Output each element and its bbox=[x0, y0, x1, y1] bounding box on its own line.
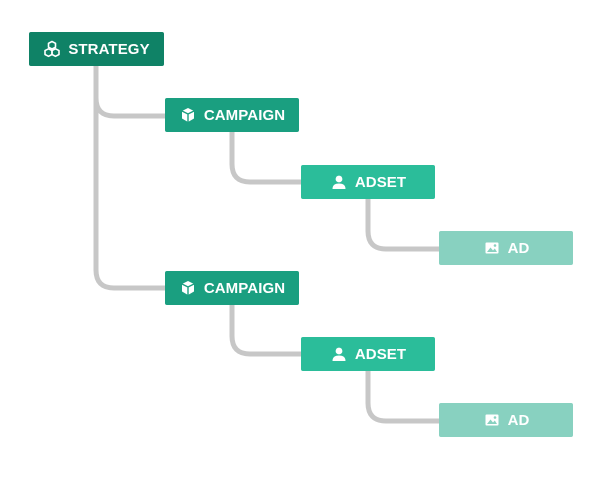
ad-node-2[interactable]: AD bbox=[439, 403, 573, 437]
user-icon bbox=[330, 345, 348, 363]
adset-node-2[interactable]: ADSET bbox=[301, 337, 435, 371]
adset-label-1: ADSET bbox=[354, 173, 407, 191]
campaign-node-1[interactable]: CAMPAIGN bbox=[165, 98, 299, 132]
connector-campaign-2-adset-2 bbox=[229, 302, 305, 357]
adset-node-1[interactable]: ADSET bbox=[301, 165, 435, 199]
campaign-label-2: CAMPAIGN bbox=[203, 279, 286, 297]
adset-label-2: ADSET bbox=[354, 345, 407, 363]
ad-label-2: AD bbox=[507, 411, 530, 429]
strategy-node[interactable]: STRATEGY bbox=[29, 32, 164, 66]
connector-strategy-campaign-2 bbox=[93, 95, 169, 291]
ad-node-1[interactable]: AD bbox=[439, 231, 573, 265]
ad-label-1: AD bbox=[507, 239, 530, 257]
cubes-icon bbox=[43, 40, 61, 58]
image-icon bbox=[483, 239, 501, 257]
connector-adset-2-ad-2 bbox=[365, 368, 443, 424]
connector-campaign-1-adset-1 bbox=[229, 129, 305, 185]
cube-icon bbox=[179, 106, 197, 124]
campaign-node-2[interactable]: CAMPAIGN bbox=[165, 271, 299, 305]
connector-adset-1-ad-1 bbox=[365, 196, 443, 252]
connector-strategy-campaign-1 bbox=[93, 63, 169, 119]
cube-icon bbox=[179, 279, 197, 297]
user-icon bbox=[330, 173, 348, 191]
strategy-label: STRATEGY bbox=[68, 40, 150, 58]
image-icon bbox=[483, 411, 501, 429]
campaign-label-1: CAMPAIGN bbox=[203, 106, 286, 124]
